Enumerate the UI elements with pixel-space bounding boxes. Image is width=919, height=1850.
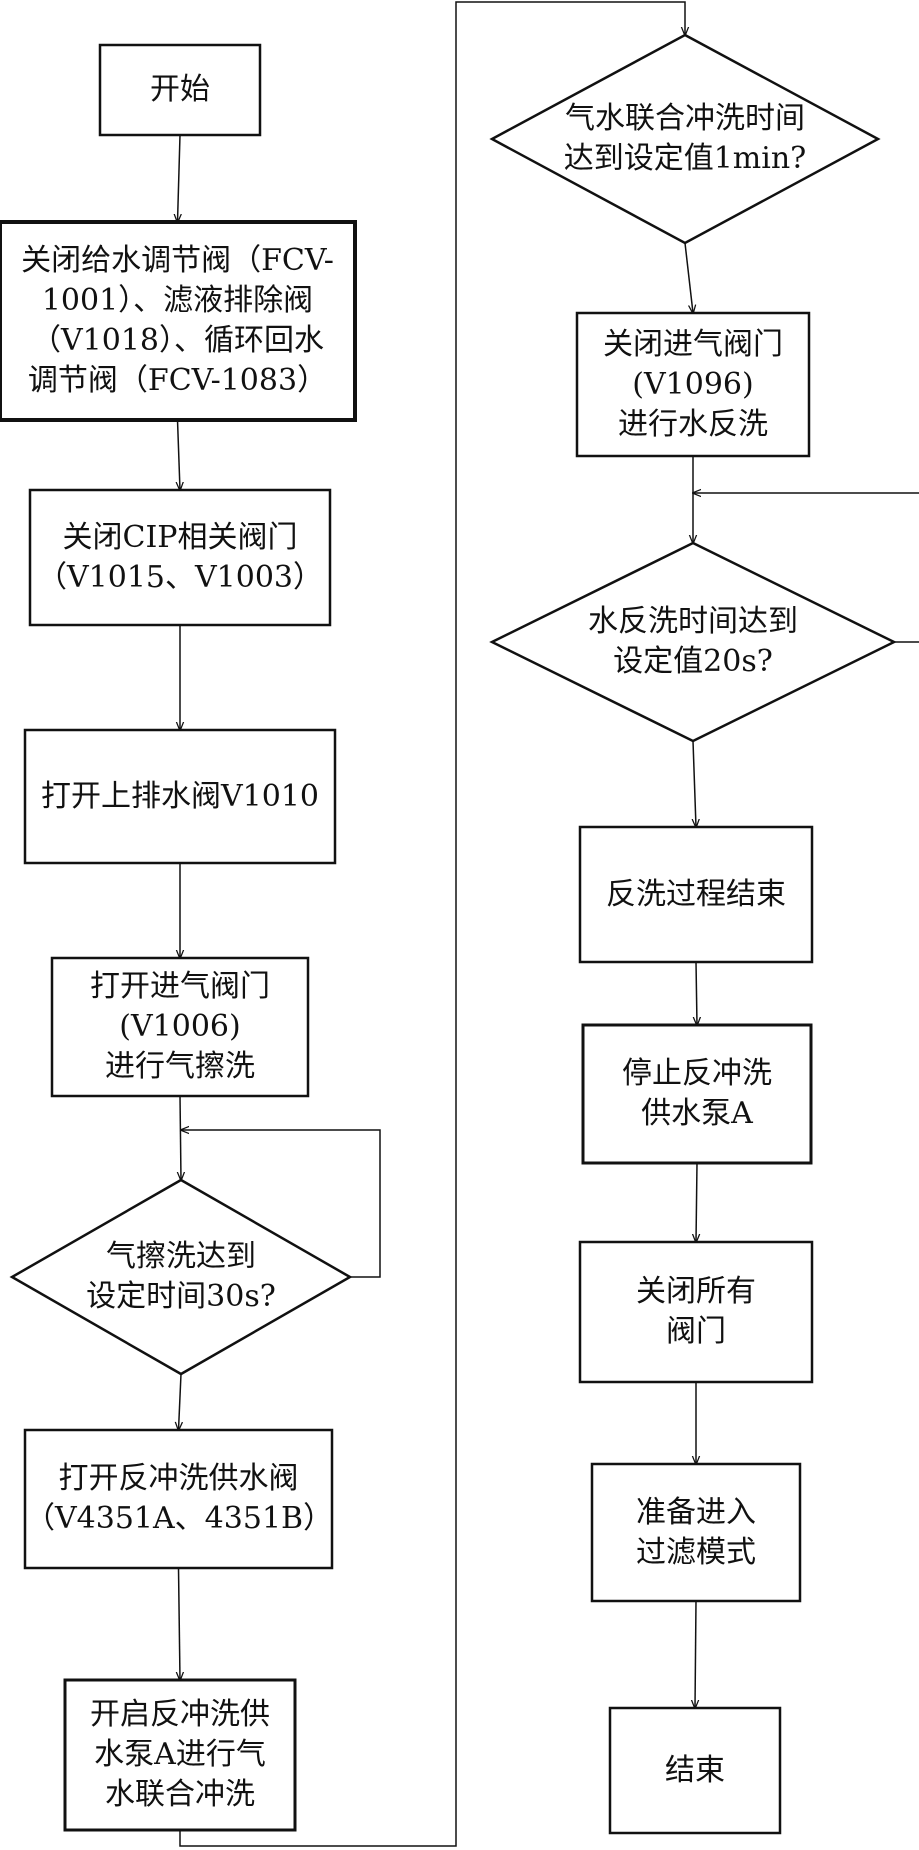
node-open-drain-valve-label: 打开上排水阀V1010 — [40, 778, 319, 814]
edge-start-pump-a-to-combined-wash-check — [179, 1, 685, 1847]
node-open-backwash-supply-label: 打开反冲洗供水阀 （V4351A、4351B） — [25, 1461, 334, 1536]
node-prepare-filter-mode-label: 准备进入 过滤模式 — [636, 1494, 756, 1570]
node-combined-wash-check-label: 气水联合冲洗时间 达到设定值1min? — [563, 101, 807, 176]
edge-stop-pump-a-to-close-all-valves — [696, 1162, 697, 1242]
edge-water-backwash-check-to-water-backwash-check — [693, 493, 919, 643]
node-air-scrub-check-label: 气擦洗达到 设定时间30s? — [86, 1239, 276, 1314]
node-close-air-valve-label: 关闭进气阀门 (V1096) 进行水反洗 — [603, 326, 783, 442]
node-start-label: 开始 — [150, 72, 210, 107]
edge-prepare-filter-mode-to-end — [695, 1600, 696, 1708]
edge-water-backwash-check-to-backwash-end — [693, 740, 696, 827]
edge-air-scrub-check-to-open-backwash-supply — [179, 1373, 182, 1430]
node-open-air-valve-label: 打开进气阀门 (V1006) 进行气擦洗 — [90, 969, 270, 1084]
edge-open-backwash-supply-to-start-pump-a — [179, 1567, 181, 1680]
node-water-backwash-check-label: 水反洗时间达到 设定值20s? — [588, 604, 798, 679]
node-close-cip-valves-label: 关闭CIP相关阀门 （V1015、V1003） — [36, 519, 324, 595]
edge-close-feed-valves-to-close-cip-valves — [178, 419, 181, 490]
edge-start-to-close-feed-valves — [178, 134, 181, 222]
node-close-feed-valves-label: 关闭给水调节阀（FCV- 1001）、滤液排除阀 （V1018）、循环回水 调节… — [21, 243, 334, 398]
edge-combined-wash-check-to-close-air-valve — [684, 242, 693, 313]
node-backwash-end-label: 反洗过程结束 — [606, 876, 786, 912]
edge-backwash-end-to-stop-pump-a — [696, 961, 697, 1025]
edge-open-air-valve-to-air-scrub-check — [180, 1095, 181, 1180]
node-close-all-valves-label: 关闭所有 阀门 — [636, 1274, 756, 1349]
node-start-pump-a-label: 开启反冲洗供 水泵A进行气 水联合冲洗 — [90, 1697, 270, 1812]
node-end-label: 结束 — [665, 1752, 725, 1788]
node-stop-pump-a-label: 停止反冲洗 供水泵A — [622, 1056, 772, 1131]
edge-air-scrub-check-to-air-scrub-check — [181, 1130, 381, 1278]
